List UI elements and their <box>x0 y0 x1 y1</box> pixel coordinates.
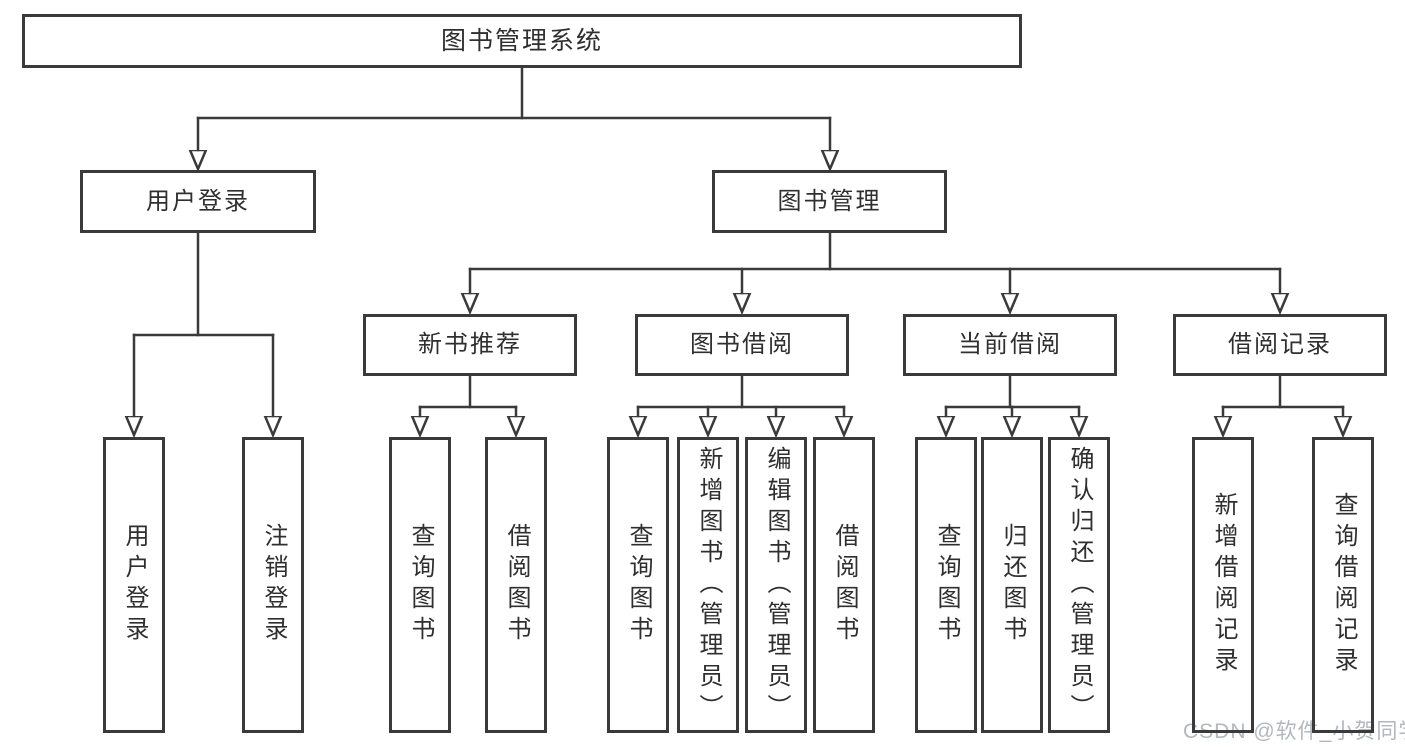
leaf-borrow-books-borrowing: 借阅图书 <box>813 437 875 733</box>
node-book-borrowing: 图书借阅 <box>635 314 849 376</box>
node-book-management: 图书管理 <box>712 170 947 233</box>
node-label: 注销登录 <box>260 523 287 647</box>
node-label: 借阅图书 <box>831 523 858 647</box>
node-user-login: 用户登录 <box>80 170 316 233</box>
leaf-edit-books-admin: 编辑图书（管理员） <box>745 437 807 733</box>
leaf-add-borrow-record: 新增借阅记录 <box>1192 437 1254 733</box>
node-current-borrowing: 当前借阅 <box>903 314 1117 376</box>
node-label: 编辑图书（管理员） <box>763 445 790 725</box>
leaf-borrow-books-recommend: 借阅图书 <box>485 437 547 733</box>
leaf-query-books-current: 查询图书 <box>915 437 977 733</box>
leaf-logout: 注销登录 <box>242 437 304 733</box>
leaf-add-books-admin: 新增图书（管理员） <box>677 437 739 733</box>
leaf-return-books: 归还图书 <box>981 437 1043 733</box>
node-label: 确认归还（管理员） <box>1066 445 1093 725</box>
node-label: 查询图书 <box>625 523 652 647</box>
node-label: 查询借阅记录 <box>1330 492 1357 678</box>
node-label: 当前借阅 <box>958 331 1062 358</box>
node-label: 归还图书 <box>999 523 1026 647</box>
node-label: 借阅图书 <box>503 523 530 647</box>
leaf-query-borrow-record: 查询借阅记录 <box>1312 437 1374 733</box>
node-label: 新增借阅记录 <box>1210 492 1237 678</box>
node-label: 用户登录 <box>121 523 148 647</box>
node-label: 用户登录 <box>146 187 250 215</box>
node-label: 新增图书（管理员） <box>695 445 722 725</box>
node-label: 图书管理系统 <box>440 26 603 55</box>
leaf-query-books-borrowing: 查询图书 <box>607 437 669 733</box>
node-library-management-system: 图书管理系统 <box>22 14 1022 68</box>
node-label: 查询图书 <box>933 523 960 647</box>
leaf-confirm-return-admin: 确认归还（管理员） <box>1048 437 1110 733</box>
leaf-user-login: 用户登录 <box>103 437 165 733</box>
node-label: 新书推荐 <box>418 331 522 358</box>
node-borrowing-records: 借阅记录 <box>1173 314 1387 376</box>
node-label: 图书借阅 <box>690 331 794 358</box>
watermark: CSDN @软件_小贺同学 <box>1183 720 1405 743</box>
node-label: 查询图书 <box>407 523 434 647</box>
node-label: 图书管理 <box>777 187 882 215</box>
node-new-book-recommendation: 新书推荐 <box>363 314 577 376</box>
leaf-query-books-recommend: 查询图书 <box>389 437 451 733</box>
node-label: 借阅记录 <box>1228 331 1332 358</box>
